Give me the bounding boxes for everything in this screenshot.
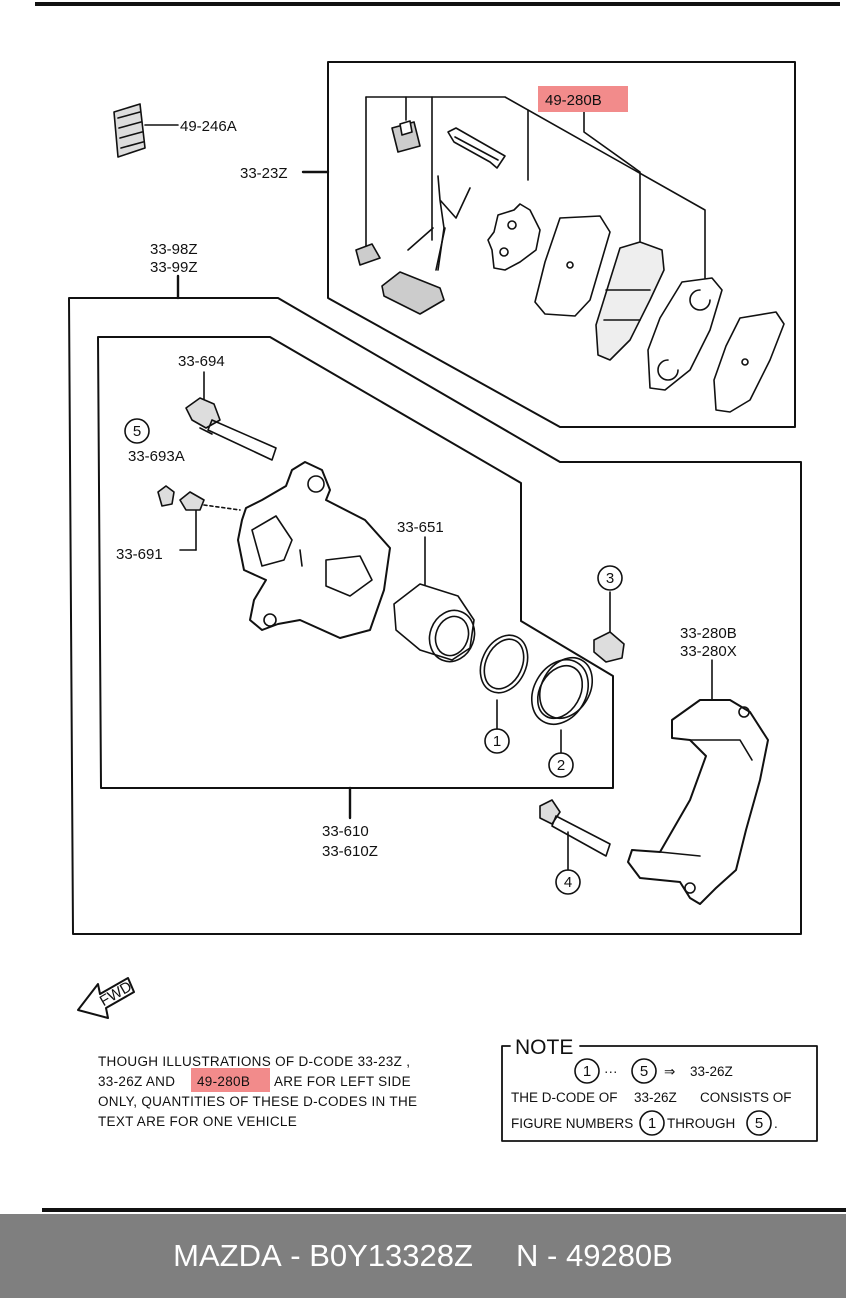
callout-3: 3 xyxy=(606,570,614,587)
bleeder-screw-icon xyxy=(179,491,241,511)
highlight-caption-code xyxy=(191,1068,270,1092)
brake-caliper-diagram: 49-246A 33-23Z 49-280B 33-98Z 33-99Z 33-… xyxy=(68,61,818,1142)
label-hardware-kit: 33-23Z xyxy=(240,165,288,182)
callout-5: 5 xyxy=(133,423,141,440)
fwd-arrow-icon xyxy=(77,977,135,1019)
note-circle-5: 5 xyxy=(640,1063,648,1080)
callout-circle-1 xyxy=(484,728,510,754)
footer-oem-number: B0Y13328Z xyxy=(309,1238,473,1273)
note-line-2-code: 33-26Z xyxy=(634,1090,677,1105)
note-line-3-pre: FIGURE NUMBERS xyxy=(511,1116,633,1131)
brake-pad-inner-icon xyxy=(595,241,665,361)
footer-sep-1: - xyxy=(281,1238,310,1273)
wear-sensor-icon xyxy=(113,103,146,158)
callout-circle-3 xyxy=(597,565,623,591)
label-assy-b: 33-99Z xyxy=(150,259,198,276)
note-line-2-pre: THE D-CODE OF xyxy=(511,1090,618,1105)
callout-2: 2 xyxy=(557,757,565,774)
note-arrow: ⇒ xyxy=(664,1064,676,1079)
note-range-code: 33-26Z xyxy=(690,1064,733,1079)
label-guide-bolt: 33-694 xyxy=(178,353,225,370)
label-sensor: 49-246A xyxy=(180,118,237,135)
footer-gap xyxy=(473,1238,516,1274)
note-circle-1b: 1 xyxy=(648,1115,656,1132)
footer-brand: MAZDA xyxy=(173,1238,282,1273)
callout-circle-5 xyxy=(124,418,150,444)
label-pad-set: 49-280B xyxy=(545,92,602,109)
callout-circle-4 xyxy=(555,869,581,895)
callout-circle-2 xyxy=(548,752,574,778)
footer-n: N xyxy=(516,1238,539,1273)
note-range-sep: ··· xyxy=(604,1064,618,1079)
label-bracket-a: 33-280B xyxy=(680,625,737,642)
piston-seal-icon xyxy=(479,634,529,694)
guide-bolt-icon xyxy=(185,397,277,461)
label-caliper-b: 33-610Z xyxy=(322,843,378,860)
top-rule xyxy=(35,2,840,6)
caption-line-1: THOUGH ILLUSTRATIONS OF D-CODE 33-23Z , xyxy=(98,1054,410,1069)
caption-line-3: ONLY, QUANTITIES OF THESE D-CODES IN THE xyxy=(98,1094,417,1109)
piston-icon xyxy=(393,583,476,663)
caption-line-4: TEXT ARE FOR ONE VEHICLE xyxy=(98,1114,297,1129)
caption-line-2-code: 49-280B xyxy=(197,1074,250,1089)
footer-rule xyxy=(42,1208,846,1212)
caption-line-2-post: ARE FOR LEFT SIDE xyxy=(274,1074,411,1089)
note-title: NOTE xyxy=(515,1036,573,1059)
shim-outer-icon xyxy=(713,311,785,413)
caption-line-2-pre: 33-26Z AND xyxy=(98,1074,175,1089)
brake-pad-outer-icon xyxy=(647,277,723,391)
caliper-bracket-icon xyxy=(627,699,769,905)
label-bracket-b: 33-280X xyxy=(680,643,737,660)
caliper-body-icon xyxy=(237,461,391,639)
hardware-clips-icon xyxy=(355,120,506,315)
note-line-2-post: CONSISTS OF xyxy=(700,1090,792,1105)
anti-squeal-shim-icon xyxy=(487,203,541,271)
footer-sep-2: - xyxy=(538,1238,566,1273)
shim-left-icon xyxy=(534,215,611,317)
label-assy-a: 33-98Z xyxy=(150,241,198,258)
note-line-3-mid: THROUGH xyxy=(667,1116,735,1131)
highlight-pad-set xyxy=(538,86,628,112)
callout-4: 4 xyxy=(564,874,572,891)
pad-kit-frame xyxy=(327,61,796,428)
label-caliper-a: 33-610 xyxy=(322,823,369,840)
callout-1: 1 xyxy=(493,733,501,750)
label-bleeder-screw: 33-691 xyxy=(116,546,163,563)
caliper-frame xyxy=(97,336,614,789)
bushing-icon xyxy=(593,631,625,663)
dust-boot-icon xyxy=(530,657,594,725)
note-line-3-end: . xyxy=(774,1116,778,1131)
footer-part-number: 49280B xyxy=(565,1238,673,1273)
note-box xyxy=(501,1045,818,1142)
assembly-frame xyxy=(68,297,802,935)
note-circle-5b: 5 xyxy=(755,1115,763,1132)
note-circle-1: 1 xyxy=(583,1063,591,1080)
label-piston: 33-651 xyxy=(397,519,444,536)
footer-bar: MAZDA - B0Y13328Z N - 49280B xyxy=(0,1214,846,1298)
slide-pin-icon xyxy=(539,799,611,857)
label-bleeder-cap: 33-693A xyxy=(128,448,185,465)
bleeder-cap-icon xyxy=(157,485,175,507)
